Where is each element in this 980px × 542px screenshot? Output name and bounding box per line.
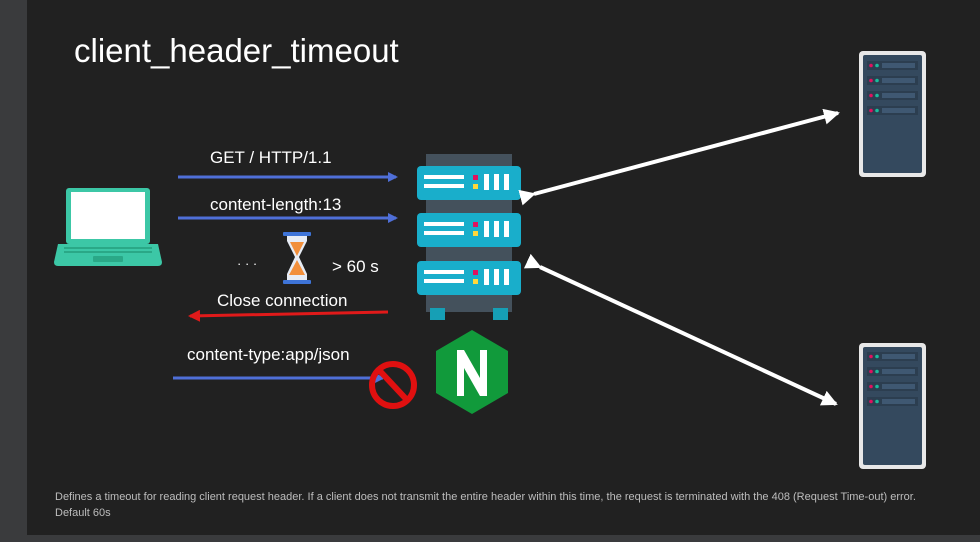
close-connection-label: Close connection [217, 291, 348, 310]
content-type-label: content-type:app/json [187, 345, 350, 364]
close-connection-arrow [188, 309, 389, 322]
content-length-label: content-length:13 [210, 195, 342, 214]
upstream-arrow-bottom [523, 253, 838, 406]
backend-server-icon [859, 343, 926, 469]
slide-footnote: Defines a timeout for reading client req… [55, 491, 916, 519]
nginx-logo-icon [436, 330, 508, 414]
hourglass-icon [283, 232, 311, 284]
upstream-arrow-top [518, 108, 840, 206]
server-rack-icon [417, 154, 521, 320]
slide-title: client_header_timeout [74, 32, 399, 69]
no-entry-icon [369, 361, 417, 409]
waiting-dots: · · · [237, 256, 258, 271]
backend-server-icon [859, 51, 926, 177]
editor-left-margin [0, 0, 27, 542]
editor-bottom-margin [0, 535, 980, 542]
server-unit-1 [417, 166, 521, 200]
laptop-icon [54, 188, 162, 266]
server-unit-2 [417, 213, 521, 247]
timeout-label: > 60 s [332, 257, 379, 276]
server-unit-3 [417, 261, 521, 295]
request-line-label: GET / HTTP/1.1 [210, 148, 332, 167]
